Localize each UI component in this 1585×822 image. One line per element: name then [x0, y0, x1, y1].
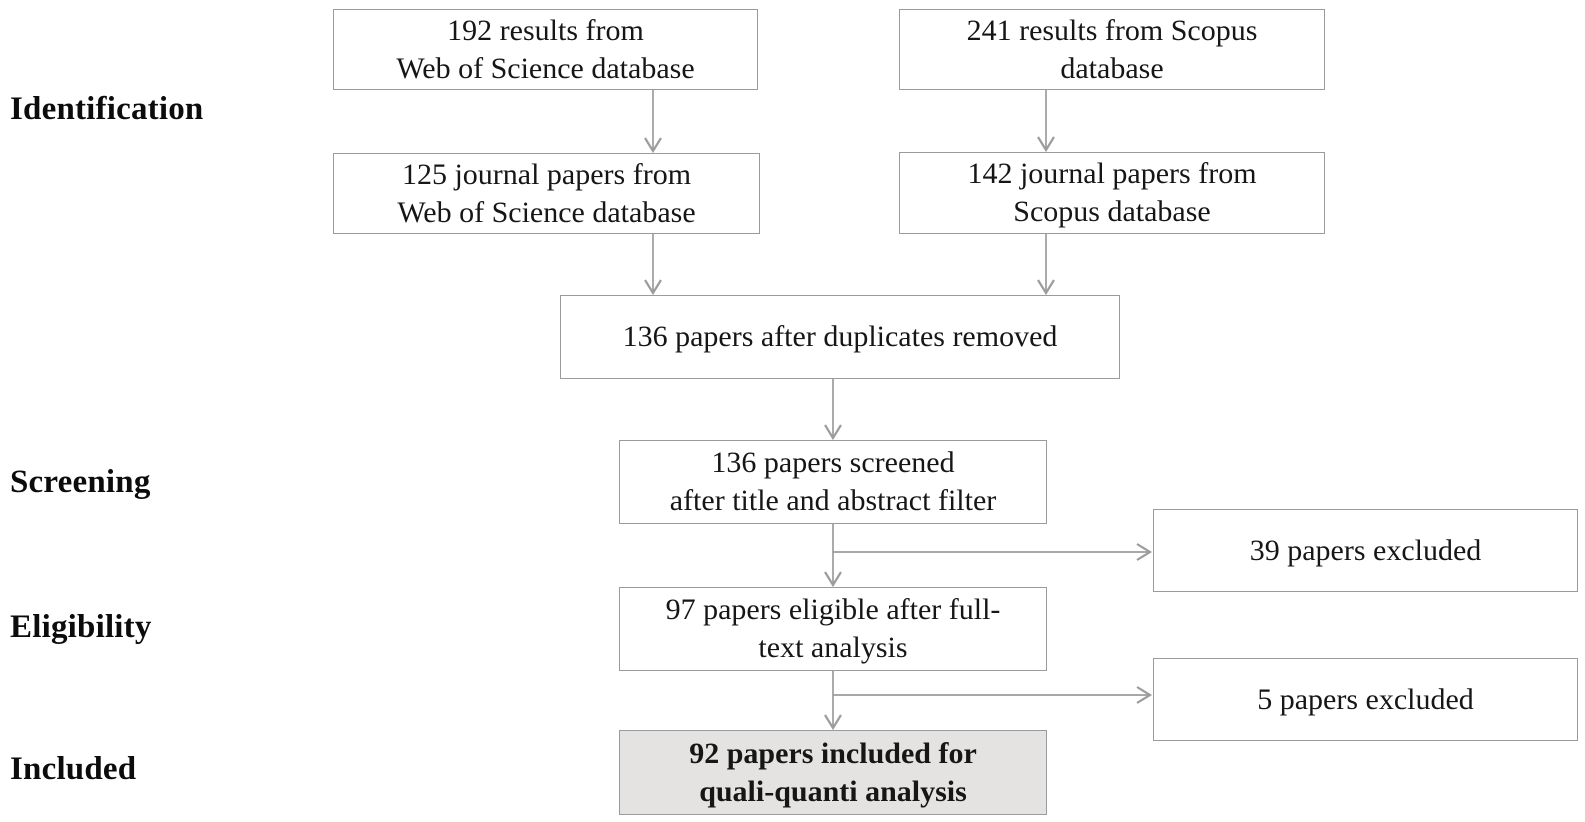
node-wos-results: 192 results from Web of Science database — [333, 9, 758, 90]
node-text: 92 papers included for — [689, 736, 977, 770]
arrow-scopus-results-to-journal — [1037, 90, 1055, 153]
node-text: 192 results from — [447, 13, 644, 47]
node-text: after title and abstract filter — [669, 484, 997, 517]
node-excluded-5: 5 papers excluded — [1153, 658, 1578, 741]
node-duplicates-removed: 136 papers after duplicates removed — [560, 295, 1120, 379]
node-text: Web of Science database — [397, 195, 696, 229]
node-scopus-journal-papers: 142 journal papers from Scopus database — [899, 152, 1325, 234]
node-text: text analysis — [758, 631, 908, 664]
node-text: Scopus database — [1013, 195, 1211, 228]
node-scopus-results: 241 results from Scopus database — [899, 9, 1325, 90]
node-text: 142 journal papers from — [967, 157, 1257, 190]
node-wos-journal-papers: 125 journal papers from Web of Science d… — [333, 153, 760, 234]
arrow-screened-to-excluded-39 — [833, 543, 1153, 561]
stage-label-eligibility: Eligibility — [10, 609, 152, 645]
arrow-eligible-to-excluded-5 — [833, 686, 1153, 704]
node-text: 125 journal papers from — [401, 157, 692, 191]
stage-label-screening: Screening — [10, 464, 151, 500]
stage-label-identification: Identification — [10, 91, 204, 127]
node-excluded-39: 39 papers excluded — [1153, 509, 1578, 592]
stage-label-included: Included — [10, 751, 137, 787]
node-papers-included: 92 papers included for quali-quanti anal… — [619, 730, 1047, 815]
node-text: 241 results from Scopus — [966, 13, 1258, 47]
node-text: 136 papers screened — [711, 446, 955, 479]
node-papers-screened: 136 papers screened after title and abst… — [619, 440, 1047, 524]
node-text: 97 papers eligible after full- — [665, 593, 1001, 626]
arrow-wos-journal-to-duplicates — [644, 234, 662, 296]
arrow-duplicates-to-screened — [824, 379, 842, 441]
node-text: Web of Science database — [396, 51, 695, 85]
node-text: 5 papers excluded — [1257, 682, 1474, 716]
arrow-screened-to-eligible — [824, 524, 842, 588]
node-text: quali-quanti analysis — [699, 774, 967, 808]
node-papers-eligible: 97 papers eligible after full- text anal… — [619, 587, 1047, 671]
node-text: 136 papers after duplicates removed — [622, 320, 1058, 353]
node-text: database — [1060, 51, 1164, 85]
arrow-scopus-journal-to-duplicates — [1037, 234, 1055, 296]
node-text: 39 papers excluded — [1249, 533, 1482, 567]
arrow-eligible-to-included — [824, 671, 842, 731]
arrow-wos-results-to-journal — [644, 90, 662, 154]
